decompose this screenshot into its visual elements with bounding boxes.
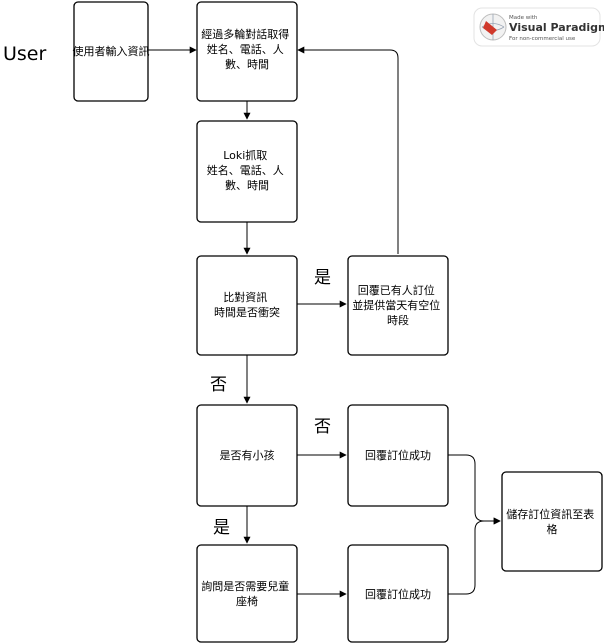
node-occupied-line-2: 並提供當天有空位 — [352, 298, 440, 312]
node-dialog-line-1: 經過多輪對話取得 — [201, 27, 289, 41]
watermark-line2: Visual Paradigm — [509, 21, 604, 34]
node-occupied-line-3: 時段 — [387, 313, 409, 327]
node-compare-line-2: 時間是否衝突 — [214, 305, 280, 319]
node-save-line-2: 格 — [547, 522, 558, 536]
node-success1-line-1: 回覆訂位成功 — [365, 448, 431, 462]
edge-label-child-yes: 是 — [213, 518, 230, 538]
node-dialog: 經過多輪對話取得 姓名、電話、人 數、時間 — [196, 1, 298, 102]
svg-text:回覆訂位成功: 回覆訂位成功 — [365, 587, 431, 601]
svg-text:回覆訂位成功: 回覆訂位成功 — [365, 448, 431, 462]
edge-label-conflict-yes: 是 — [314, 268, 331, 288]
svg-text:使用者輸入資訊: 使用者輸入資訊 — [73, 44, 150, 58]
watermark-line1: Made with — [509, 15, 538, 21]
node-success1: 回覆訂位成功 — [347, 404, 449, 507]
node-seat: 詢問是否需要兒童 座椅 — [196, 544, 298, 643]
edge-occupied-to-dialog — [297, 46, 399, 254]
node-loki-line-2: 姓名、電話、人 — [207, 163, 284, 177]
svg-text:比對資訊 時間是否衝突: 比對資訊 時間是否衝突 — [214, 290, 280, 319]
node-occupied: 回覆已有人訂位 並提供當天有空位 時段 — [347, 255, 449, 356]
edge-label-child-no: 否 — [314, 417, 331, 437]
visual-paradigm-watermark: Made with Visual Paradigm For non-commer… — [473, 7, 604, 47]
svg-text:經過多輪對話取得 姓名、電話、人 數: 經過多輪對話取得 姓名、電話、人 數、時間 — [201, 27, 293, 71]
node-seat-line-1: 詢問是否需要兒童 — [201, 579, 289, 593]
node-save-line-1: 儲存訂位資訊至表 — [506, 507, 594, 521]
node-compare-line-1: 比對資訊 — [223, 290, 267, 304]
node-loki-line-1: Loki抓取 — [223, 148, 267, 162]
node-save: 儲存訂位資訊至表 格 — [501, 471, 603, 572]
node-child-line-1: 是否有小孩 — [220, 448, 275, 462]
node-dialog-line-2: 姓名、電話、人 — [207, 42, 284, 56]
node-loki: Loki抓取 姓名、電話、人 數、時間 — [196, 120, 298, 223]
lane-label-user: User — [3, 43, 46, 65]
node-success2: 回覆訂位成功 — [347, 544, 449, 643]
node-dialog-line-3: 數、時間 — [225, 58, 269, 71]
node-child: 是否有小孩 — [196, 404, 298, 507]
edge-success1-to-save — [448, 454, 501, 525]
watermark-line3: For non-commercial use — [509, 36, 576, 42]
node-seat-line-2: 座椅 — [236, 594, 258, 608]
node-compare: 比對資訊 時間是否衝突 — [196, 255, 298, 356]
svg-text:回覆已有人訂位 並提供當天有空位 時: 回覆已有人訂位 並提供當天有空位 時段 — [352, 283, 444, 327]
node-loki-line-3: 數、時間 — [225, 179, 269, 192]
svg-text:是否有小孩: 是否有小孩 — [220, 448, 275, 462]
svg-text:儲存訂位資訊至表 格: 儲存訂位資訊至表 格 — [506, 507, 598, 536]
edge-success2-to-save — [448, 517, 501, 595]
pencil-icon — [483, 21, 497, 35]
node-occupied-line-1: 回覆已有人訂位 — [358, 283, 435, 297]
edge-label-conflict-no: 否 — [210, 375, 227, 395]
node-input-line-1: 使用者輸入資訊 — [73, 44, 150, 58]
node-success2-line-1: 回覆訂位成功 — [365, 587, 431, 601]
node-input: 使用者輸入資訊 — [73, 1, 150, 102]
svg-text:詢問是否需要兒童 座椅: 詢問是否需要兒童 座椅 — [201, 579, 293, 608]
svg-text:Loki抓取 姓名、電話、人 數、時: Loki抓取 姓名、電話、人 數、時間 — [207, 148, 288, 192]
